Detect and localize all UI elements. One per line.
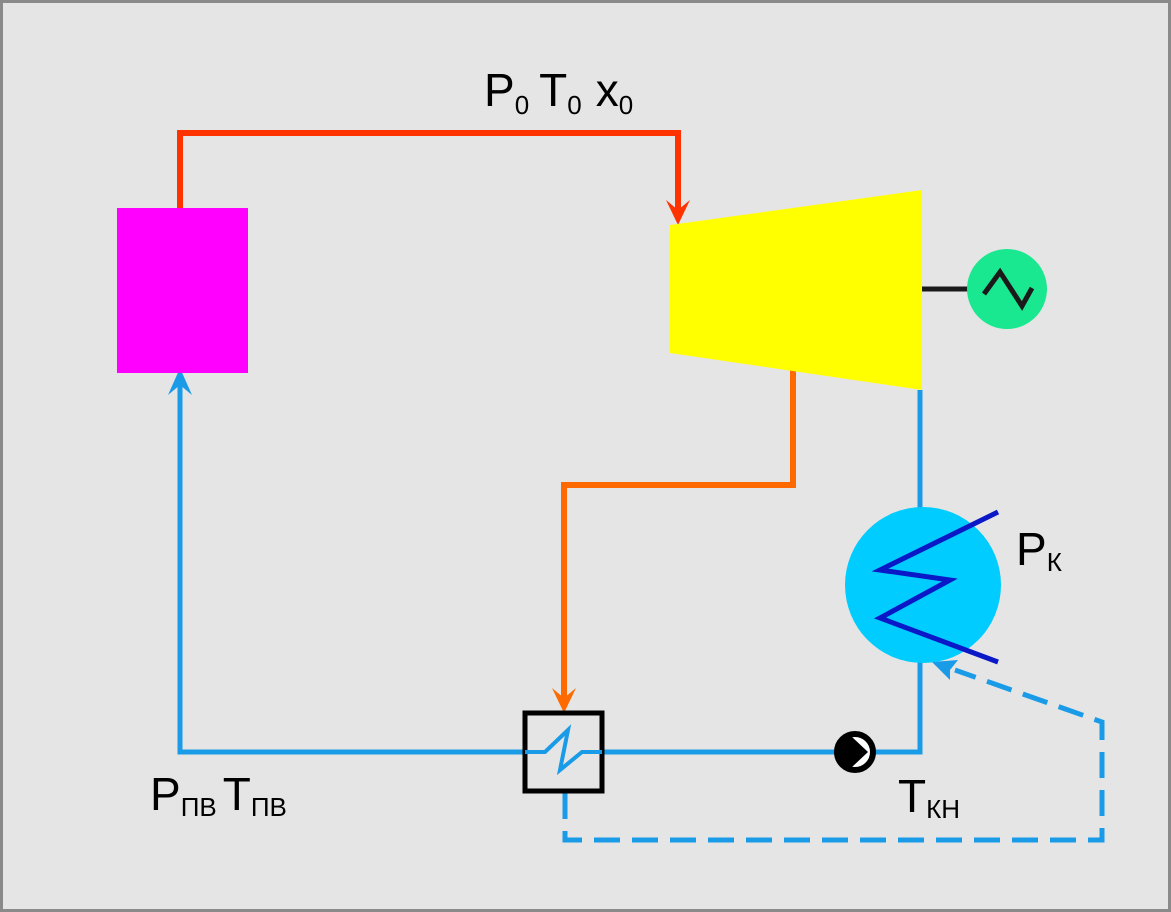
boiler	[117, 208, 248, 373]
condenser-pressure-label: PК	[1016, 523, 1062, 577]
feedwater-arrow	[168, 368, 192, 395]
condensate-line	[603, 660, 923, 755]
turbine	[670, 190, 922, 390]
feedwater-line	[177, 385, 525, 755]
condensate-label: TКН	[898, 770, 960, 824]
extraction-steam-line	[561, 370, 796, 700]
live-steam-arrow	[666, 200, 690, 225]
extraction-steam-arrow	[552, 688, 576, 713]
heat-exchanger-icon	[522, 710, 605, 794]
condenser-coil-icon	[871, 509, 1000, 665]
generator-icon	[967, 249, 1047, 329]
drain-arrow	[932, 660, 958, 680]
drain-line	[562, 667, 1105, 843]
live-steam-line	[177, 130, 681, 212]
pump-icon	[834, 731, 876, 773]
condenser	[845, 507, 1001, 665]
